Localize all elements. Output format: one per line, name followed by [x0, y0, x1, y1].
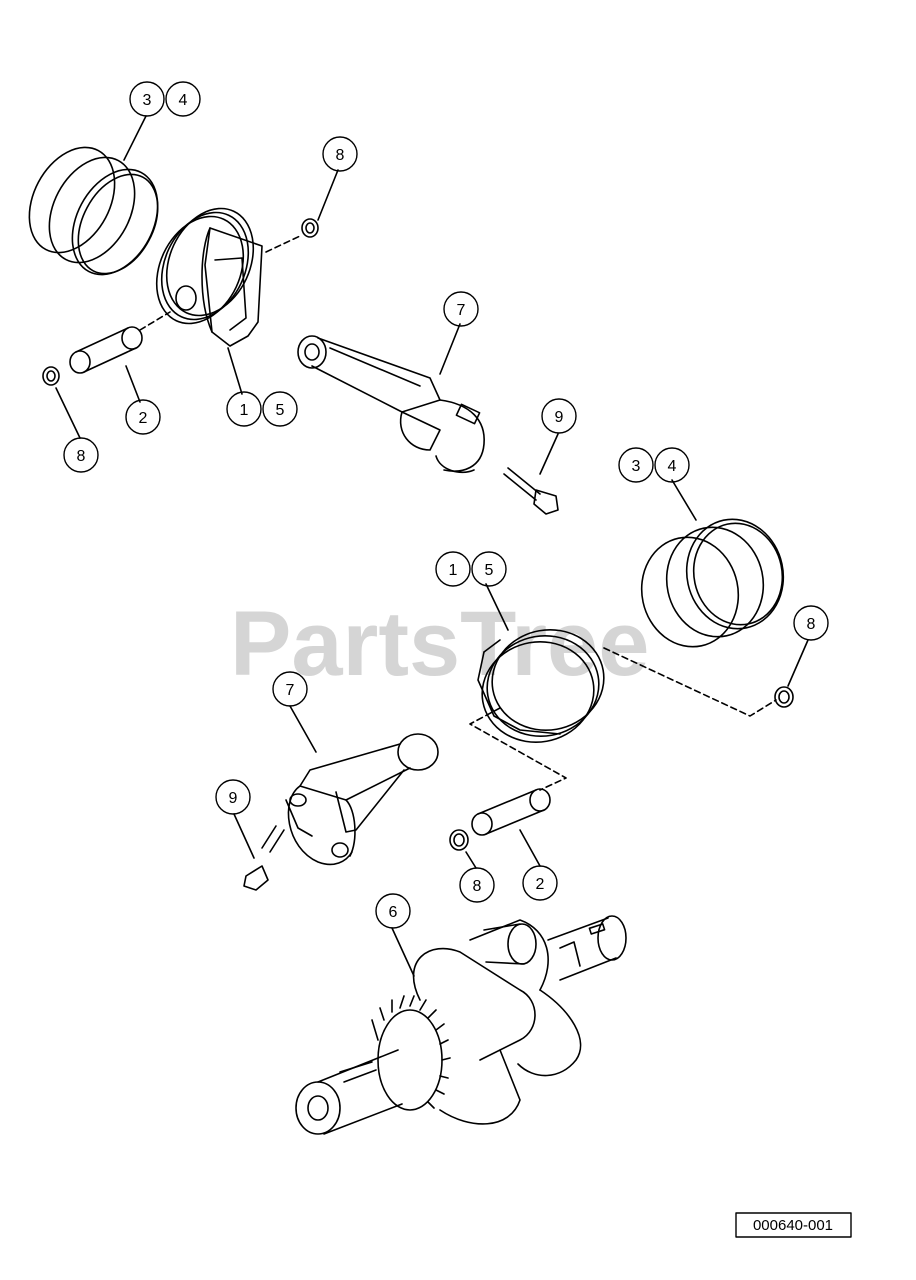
svg-text:4: 4 — [179, 92, 188, 109]
mid-piston — [477, 629, 605, 743]
crankshaft — [295, 915, 627, 1135]
mid-piston-rings — [640, 518, 785, 648]
mid-circlip-left — [449, 829, 469, 851]
top-pin-alignment-line — [139, 311, 171, 331]
top-piston-rings — [28, 146, 159, 276]
top-piston — [155, 207, 263, 347]
svg-text:8: 8 — [473, 878, 482, 895]
callout-mid-clip-right: 8 — [793, 605, 829, 641]
callout-mid-pin: 2 — [522, 865, 558, 901]
mid-rod-bolt — [243, 825, 285, 891]
callouts: 3 4 8 7 2 1 5 8 9 3 4 1 5 8 7 9 8 2 6 — [63, 81, 829, 929]
svg-text:5: 5 — [276, 402, 285, 419]
svg-text:2: 2 — [536, 876, 545, 893]
svg-text:7: 7 — [457, 302, 466, 319]
top-piston-pin — [69, 326, 143, 374]
callout-top-bolt: 9 — [541, 398, 577, 434]
leader-lines — [55, 115, 809, 977]
svg-text:6: 6 — [389, 904, 398, 921]
svg-text:1: 1 — [240, 402, 249, 419]
svg-text:4: 4 — [668, 458, 677, 475]
top-circlip-left — [42, 366, 60, 386]
mid-circlip-right — [774, 686, 794, 708]
svg-text:9: 9 — [229, 790, 238, 807]
top-rod-bolt — [503, 467, 559, 515]
reference-code: 000640-001 — [753, 1217, 833, 1234]
svg-text:1: 1 — [449, 562, 458, 579]
callout-top-rings-a: 3 — [129, 81, 165, 117]
callout-mid-bolt: 9 — [215, 779, 251, 815]
callout-mid-rings-b: 4 — [654, 447, 690, 483]
callout-top-rod: 7 — [443, 291, 479, 327]
svg-text:9: 9 — [555, 409, 564, 426]
callout-top-piston-a: 1 — [226, 391, 262, 427]
callout-mid-piston-a: 1 — [435, 551, 471, 587]
top-alignment-line — [265, 235, 301, 253]
svg-text:7: 7 — [286, 682, 295, 699]
callout-top-rings-b: 4 — [165, 81, 201, 117]
mid-pin-alignment-line — [469, 707, 567, 791]
top-connecting-rod — [297, 335, 485, 474]
mid-connecting-rod — [285, 733, 439, 866]
callout-top-piston-b: 5 — [262, 391, 298, 427]
svg-text:3: 3 — [143, 92, 152, 109]
svg-text:8: 8 — [77, 448, 86, 465]
callout-crankshaft: 6 — [375, 893, 411, 929]
svg-text:5: 5 — [485, 562, 494, 579]
svg-text:2: 2 — [139, 410, 148, 427]
callout-top-pin: 2 — [125, 399, 161, 435]
callout-top-clip-left: 8 — [63, 437, 99, 473]
mid-piston-pin — [471, 788, 551, 836]
callout-mid-piston-b: 5 — [471, 551, 507, 587]
callout-mid-rings-a: 3 — [618, 447, 654, 483]
svg-text:8: 8 — [336, 147, 345, 164]
watermark-text: PartsTree — [230, 593, 649, 695]
callout-mid-clip-left: 8 — [459, 867, 495, 903]
top-circlip-right — [301, 218, 319, 238]
callout-mid-rod: 7 — [272, 671, 308, 707]
mid-clip-alignment-line — [603, 647, 777, 717]
svg-text:8: 8 — [807, 616, 816, 633]
reference-code-box: 000640-001 — [735, 1212, 852, 1238]
callout-top-clip-right: 8 — [322, 136, 358, 172]
svg-text:3: 3 — [632, 458, 641, 475]
